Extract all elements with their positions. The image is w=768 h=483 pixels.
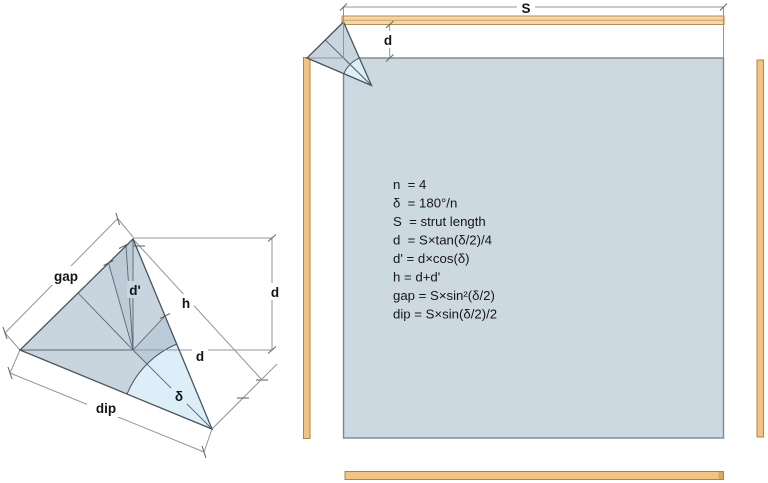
s-dimension: S	[339, 0, 728, 58]
h-label-bg	[178, 294, 194, 311]
label-delta: δ	[175, 389, 183, 404]
label-d-inner: d	[196, 349, 204, 364]
label-dip: dip	[96, 401, 116, 416]
bottom-strut	[344, 471, 724, 480]
fan-upleft-mid	[108, 262, 134, 351]
dip-label-bg	[87, 398, 125, 417]
h-dimension-line	[132, 238, 263, 381]
d-tick-top	[385, 20, 394, 29]
detail-shade-upper	[108, 239, 133, 350]
d-label-bg-main	[380, 31, 396, 48]
gap-label-bg	[46, 266, 86, 285]
s-tick-right	[719, 3, 728, 11]
label-d-right: d	[271, 285, 279, 300]
dip-tick-right	[201, 445, 207, 459]
d-drop-dimension: d	[380, 20, 396, 62]
delta-label-bg	[171, 387, 187, 404]
detail-triangle-diagram: gap d' h d d dip δ	[2, 212, 283, 459]
dip-tick-left	[7, 366, 13, 380]
d-prime-label-bg	[127, 281, 143, 298]
formula-line-5: d' = d×cos(δ)	[393, 251, 470, 266]
formula-line-1: n = 4	[393, 177, 426, 192]
fan-upright	[132, 315, 166, 351]
big-square	[342, 57, 725, 439]
formula-line-8: dip = S×sin(δ/2)/2	[393, 307, 497, 322]
mini-triangle-outline	[305, 20, 373, 87]
formula-line-6: h = d+d'	[393, 270, 440, 285]
d-right-tick-bottom	[267, 346, 277, 354]
gap-tick-bottom	[2, 326, 8, 340]
h-dimension	[132, 238, 278, 430]
formula-line-4: d = S×tan(δ/2)/4	[393, 233, 492, 248]
struts	[303, 15, 764, 480]
formula-list: n = 4 δ = 180°/n S = strut length d = S×…	[393, 177, 497, 322]
delta-arc	[126, 343, 178, 395]
label-drop-d-main: d	[384, 33, 392, 48]
label-h: h	[182, 296, 190, 311]
gap-connector-bottom	[4, 332, 21, 351]
formula-line-2: δ = 180°/n	[393, 196, 457, 211]
d-right-tick-top	[267, 234, 277, 242]
left-strut	[303, 57, 311, 439]
fan-upleft-45	[77, 292, 134, 351]
bottom-strut-end-cap	[718, 472, 723, 479]
detail-labels: gap d' h d d dip δ	[46, 266, 283, 417]
mini-fan-line-2	[324, 39, 372, 86]
main-square-diagram: n = 4 δ = 180°/n S = strut length d = S×…	[303, 0, 764, 480]
detail-triangle-outline	[18, 237, 214, 431]
h-extension-from-vertex	[211, 363, 278, 430]
gap-tick-top	[115, 212, 121, 226]
formula-line-7: gap = S×sin²(δ/2)	[393, 288, 495, 303]
gap-connector-top	[117, 218, 134, 238]
dip-connector-left	[9, 349, 21, 374]
s-tick-left	[339, 3, 348, 11]
s-label-bg	[517, 0, 535, 15]
d-inner-label-bg	[192, 347, 208, 364]
dip-connector-right	[203, 428, 213, 453]
label-d-prime: d'	[129, 283, 140, 298]
label-gap: gap	[54, 269, 78, 284]
label-strut-length-s: S	[521, 1, 530, 16]
right-strut	[756, 59, 764, 438]
corner-triangle-mini	[305, 20, 373, 87]
d-tick-bottom	[385, 54, 394, 62]
formula-line-3: S = strut length	[393, 214, 486, 229]
d-right-label-bg	[267, 283, 283, 300]
